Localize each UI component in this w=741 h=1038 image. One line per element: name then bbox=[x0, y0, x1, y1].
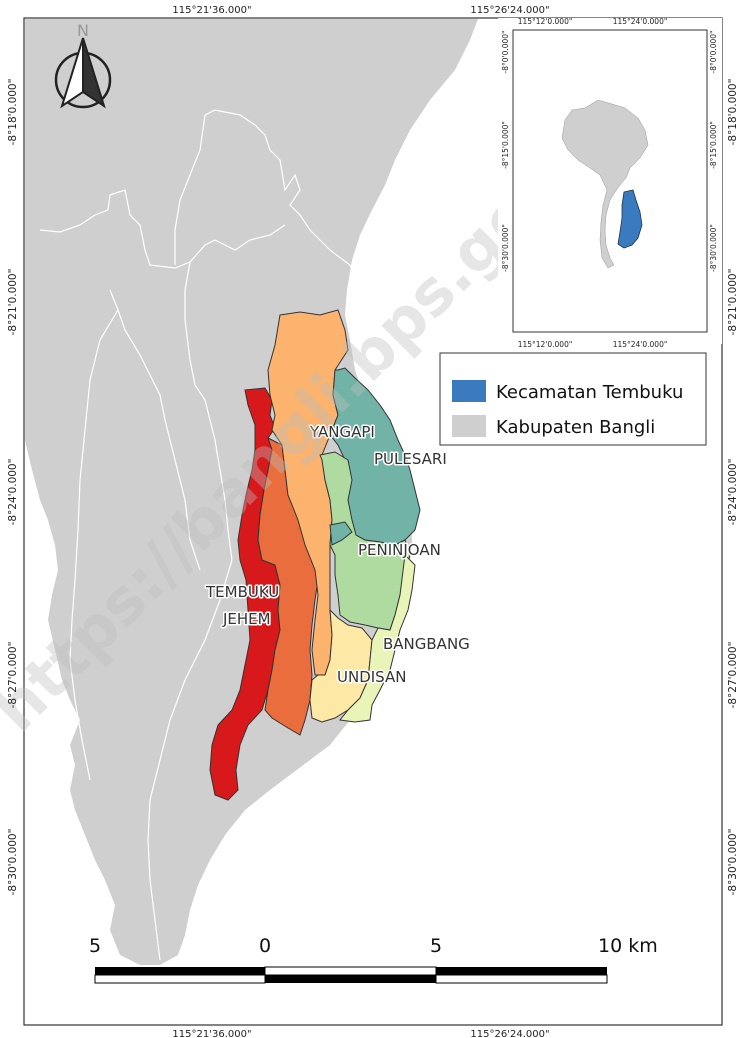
right-coord-3: -8°24'0.000" bbox=[727, 459, 739, 526]
village-pulesari-patch bbox=[329, 521, 353, 546]
inset-left-coord-3: -8°30'0.000" bbox=[501, 224, 510, 272]
inset-bottom-coord-1: 115°12'0.000" bbox=[518, 340, 573, 349]
village-bangbang bbox=[339, 553, 416, 723]
scale-label-0: 0 bbox=[259, 935, 271, 957]
inset-left-coord-2: -8°15'0.000" bbox=[501, 121, 510, 169]
right-coord-5: -8°30'0.000" bbox=[727, 829, 739, 896]
label-yangapi: YANGAPI bbox=[309, 423, 375, 441]
left-coord-4: -8°27'0.000" bbox=[7, 642, 19, 709]
label-undisan: UNDISAN bbox=[337, 668, 406, 686]
village-undisan bbox=[309, 608, 373, 723]
left-coord-5: -8°30'0.000" bbox=[7, 829, 19, 896]
top-coord-1: 115°21'36.000" bbox=[172, 5, 251, 16]
inset-right-coord-3: -8°30'0.000" bbox=[709, 224, 718, 272]
inset-bottom-coord-2: 115°24'0.000" bbox=[613, 340, 668, 349]
label-tembuku: TEMBUKU bbox=[205, 583, 279, 601]
scale-label-5-right: 5 bbox=[430, 935, 442, 957]
label-jehem: JEHEM bbox=[222, 610, 271, 628]
inset-map: 115°12'0.000" 115°24'0.000" 115°12'0.000… bbox=[498, 17, 722, 349]
inset-tembuku-shape bbox=[617, 189, 643, 249]
tembuku-villages bbox=[209, 309, 421, 801]
label-bangbang: BANGBANG bbox=[383, 635, 470, 653]
scale-label-5-left: 5 bbox=[89, 935, 101, 957]
village-labels: YANGAPI PULESARI PENINJOAN TEMBUKU JEHEM… bbox=[204, 422, 472, 688]
north-label: N bbox=[77, 21, 89, 40]
legend: Kecamatan Tembuku Kabupaten Bangli bbox=[439, 352, 707, 446]
inset-right-coord-2: -8°15'0.000" bbox=[709, 121, 718, 169]
inset-top-coord-2: 115°24'0.000" bbox=[613, 17, 668, 26]
legend-swatch-tembuku bbox=[452, 380, 486, 402]
bottom-coord-1: 115°21'36.000" bbox=[172, 1029, 251, 1038]
legend-swatch-bangli bbox=[452, 415, 486, 437]
label-peninjoan: PENINJOAN bbox=[358, 541, 441, 559]
top-coord-2: 115°26'24.000" bbox=[470, 5, 549, 16]
left-coord-2: -8°21'0.000" bbox=[7, 269, 19, 336]
right-coord-1: -8°18'0.000" bbox=[727, 79, 739, 146]
scale-bar: 5 0 5 10 km bbox=[89, 935, 658, 984]
label-pulesari: PULESARI bbox=[374, 450, 447, 468]
legend-label-bangli: Kabupaten Bangli bbox=[496, 417, 655, 438]
north-arrow-icon: N bbox=[54, 21, 112, 109]
right-coord-4: -8°27'0.000" bbox=[727, 642, 739, 709]
district-boundaries bbox=[39, 109, 356, 961]
inset-right-coord-1: -8°0'0.000" bbox=[709, 31, 718, 74]
legend-label-tembuku: Kecamatan Tembuku bbox=[496, 382, 683, 403]
right-coord-2: -8°21'0.000" bbox=[727, 269, 739, 336]
bottom-coord-2: 115°26'24.000" bbox=[470, 1029, 549, 1038]
inset-left-coord-1: -8°0'0.000" bbox=[501, 31, 510, 74]
scale-label-10km: 10 km bbox=[598, 935, 658, 957]
inset-bangli-shape bbox=[561, 99, 649, 269]
inset-top-coord-1: 115°12'0.000" bbox=[518, 17, 573, 26]
left-coord-1: -8°18'0.000" bbox=[7, 79, 19, 146]
left-coord-3: -8°24'0.000" bbox=[7, 459, 19, 526]
